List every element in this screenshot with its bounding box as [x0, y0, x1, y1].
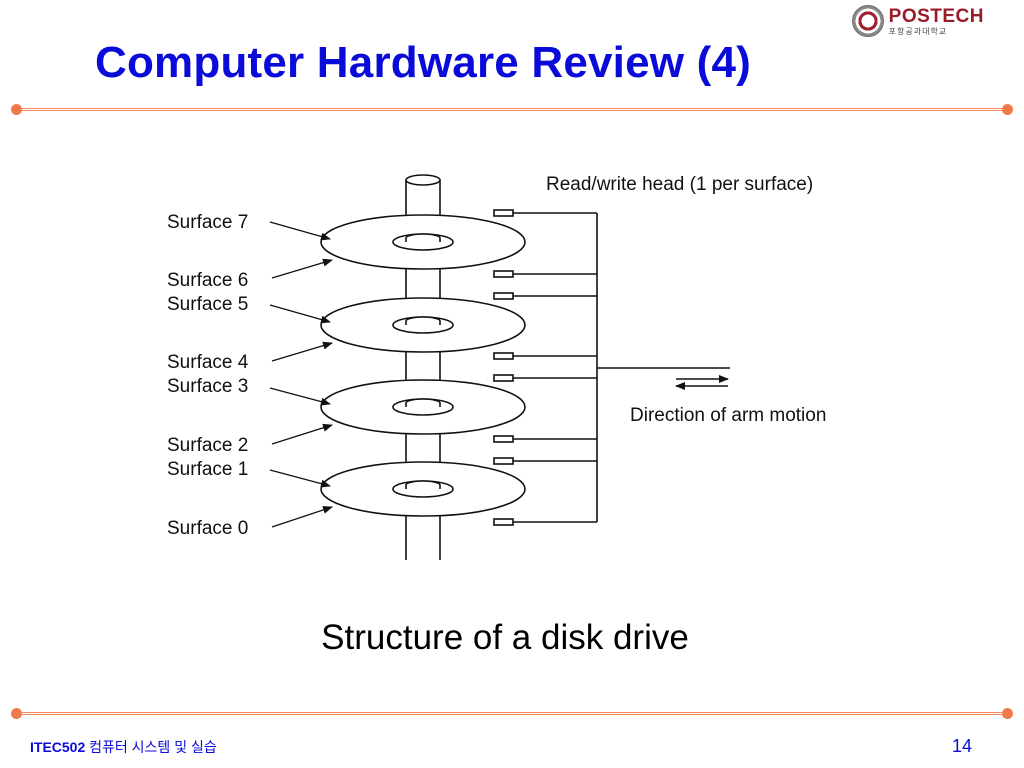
diagram-caption: Structure of a disk drive	[321, 618, 689, 657]
head-arm-assembly	[493, 209, 730, 526]
surface-label: Surface 0	[167, 518, 248, 539]
surface-label: Surface 1	[167, 459, 248, 480]
bottom-divider	[11, 708, 1013, 720]
surface-label: Surface 4	[167, 352, 249, 373]
university-seal-icon	[851, 5, 884, 37]
footer-course: ITEC502 컴퓨터 시스템 및 실습	[30, 737, 217, 757]
surface-leaders	[269, 221, 333, 528]
read-write-head	[493, 270, 514, 278]
platter-4	[320, 461, 526, 517]
read-write-head	[493, 352, 514, 360]
spindle-top	[405, 174, 441, 186]
platter-1	[320, 214, 526, 270]
arm-motion-arrows	[675, 375, 729, 390]
surface-label: Surface 7	[167, 212, 248, 233]
page-number: 14	[951, 736, 972, 756]
logo-subtitle: 포항공과대학교	[888, 26, 948, 36]
logo-name: POSTECH	[888, 5, 984, 27]
platter-2	[320, 297, 526, 353]
head-label: Read/write head (1 per surface)	[546, 174, 813, 195]
surface-label: Surface 6	[167, 270, 248, 291]
top-divider	[11, 104, 1013, 116]
read-write-head	[493, 435, 514, 443]
surface-label: Surface 5	[167, 294, 248, 315]
university-logo: POSTECH 포항공과대학교	[851, 4, 984, 38]
read-write-head	[493, 374, 514, 382]
read-write-head	[493, 209, 514, 217]
logo-text: POSTECH 포항공과대학교	[889, 7, 984, 36]
platter-3	[320, 379, 526, 435]
read-write-head	[493, 457, 514, 465]
read-write-head	[493, 292, 514, 300]
slide-title: Computer Hardware Review (4)	[95, 38, 751, 87]
surface-label: Surface 2	[167, 435, 248, 456]
arm-motion-label: Direction of arm motion	[630, 405, 826, 426]
read-write-head	[493, 518, 514, 526]
course-name: 컴퓨터 시스템 및 실습	[89, 739, 217, 755]
course-code: ITEC502	[30, 739, 86, 755]
surface-label: Surface 3	[167, 376, 248, 397]
